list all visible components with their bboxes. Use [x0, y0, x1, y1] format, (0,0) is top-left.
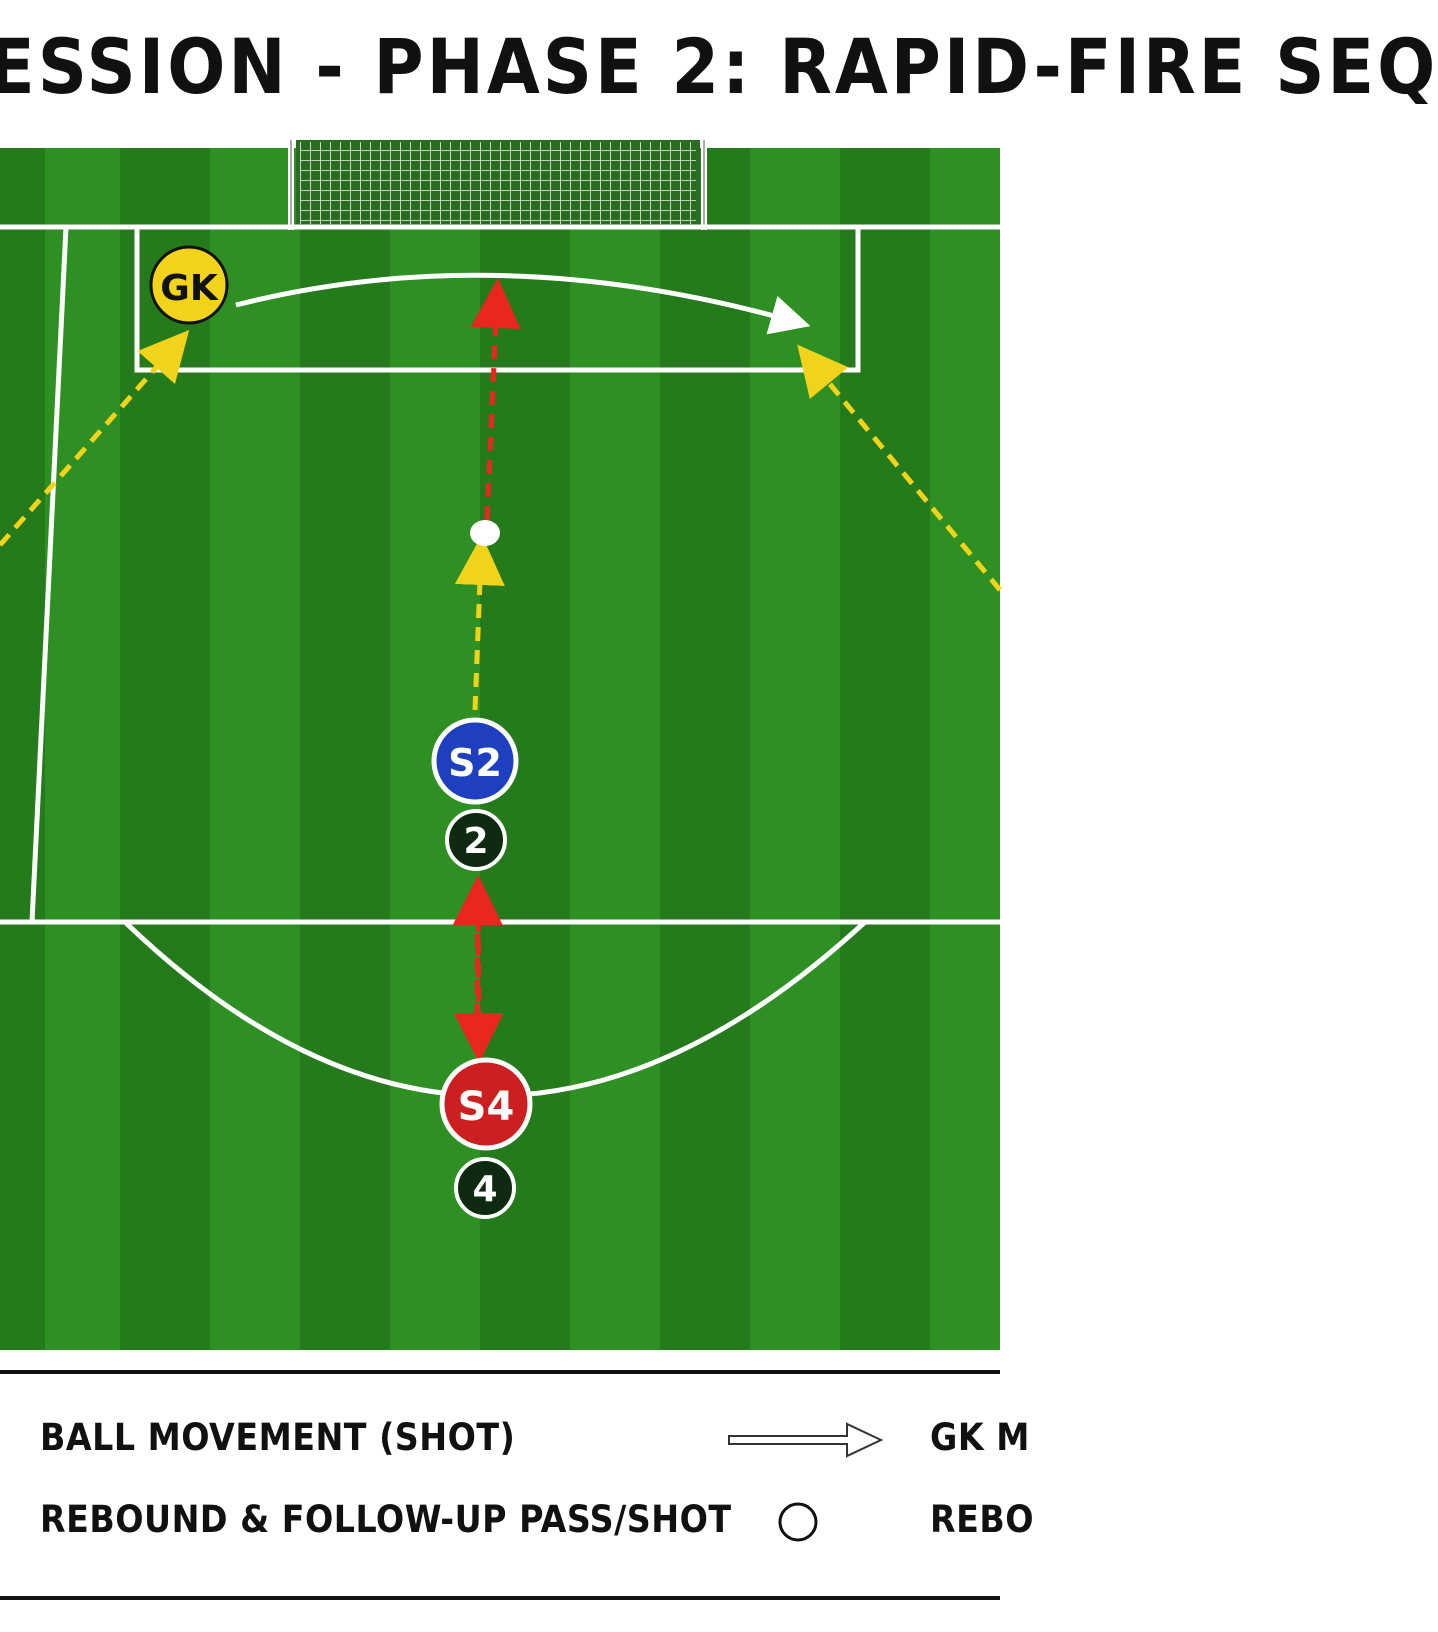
player-s2-number: 2 — [463, 821, 488, 862]
player-s4: S4 4 — [439, 1057, 533, 1219]
title-bar: ESSION - PHASE 2: RAPID-FIRE SEQ — [0, 0, 1435, 140]
legend-row1-label: BALL MOVEMENT (SHOT) — [40, 1416, 516, 1459]
pass-arrow-right-to-box — [797, 344, 1002, 592]
six-yard-box — [134, 227, 861, 373]
page-title: ESSION - PHASE 2: RAPID-FIRE SEQ — [0, 22, 1438, 111]
hollow-circle-icon — [778, 1502, 818, 1542]
legend: BALL MOVEMENT (SHOT) GK M REBOUND & FOLL… — [0, 1370, 1034, 1600]
player-s2-label: S2 — [448, 741, 502, 785]
legend-row2-label: REBOUND & FOLLOW-UP PASS/SHOT — [40, 1498, 732, 1541]
legend-row1-right-label: GK M — [930, 1416, 1030, 1459]
pitch-diagram: GK S2 2 S4 4 — [0, 130, 1002, 1350]
legend-row2-right-label: REBO — [930, 1498, 1035, 1541]
shot-arrow-s4-down — [453, 894, 504, 1063]
player-gk: GK — [149, 245, 229, 325]
gk-movement-arrow — [235, 272, 811, 335]
hollow-arrow-icon — [728, 1422, 884, 1458]
player-s4-number: 4 — [472, 1169, 497, 1210]
ball — [470, 520, 500, 546]
penalty-box-left-edge — [29, 226, 69, 923]
player-s4-label: S4 — [458, 1084, 515, 1130]
arrows — [0, 272, 1002, 1063]
pass-arrow-s2-to-ball — [454, 535, 505, 711]
player-s2: S2 2 — [431, 717, 519, 871]
player-gk-label: GK — [160, 268, 219, 309]
goal — [288, 130, 707, 230]
shot-arrow-to-goal — [470, 278, 521, 521]
